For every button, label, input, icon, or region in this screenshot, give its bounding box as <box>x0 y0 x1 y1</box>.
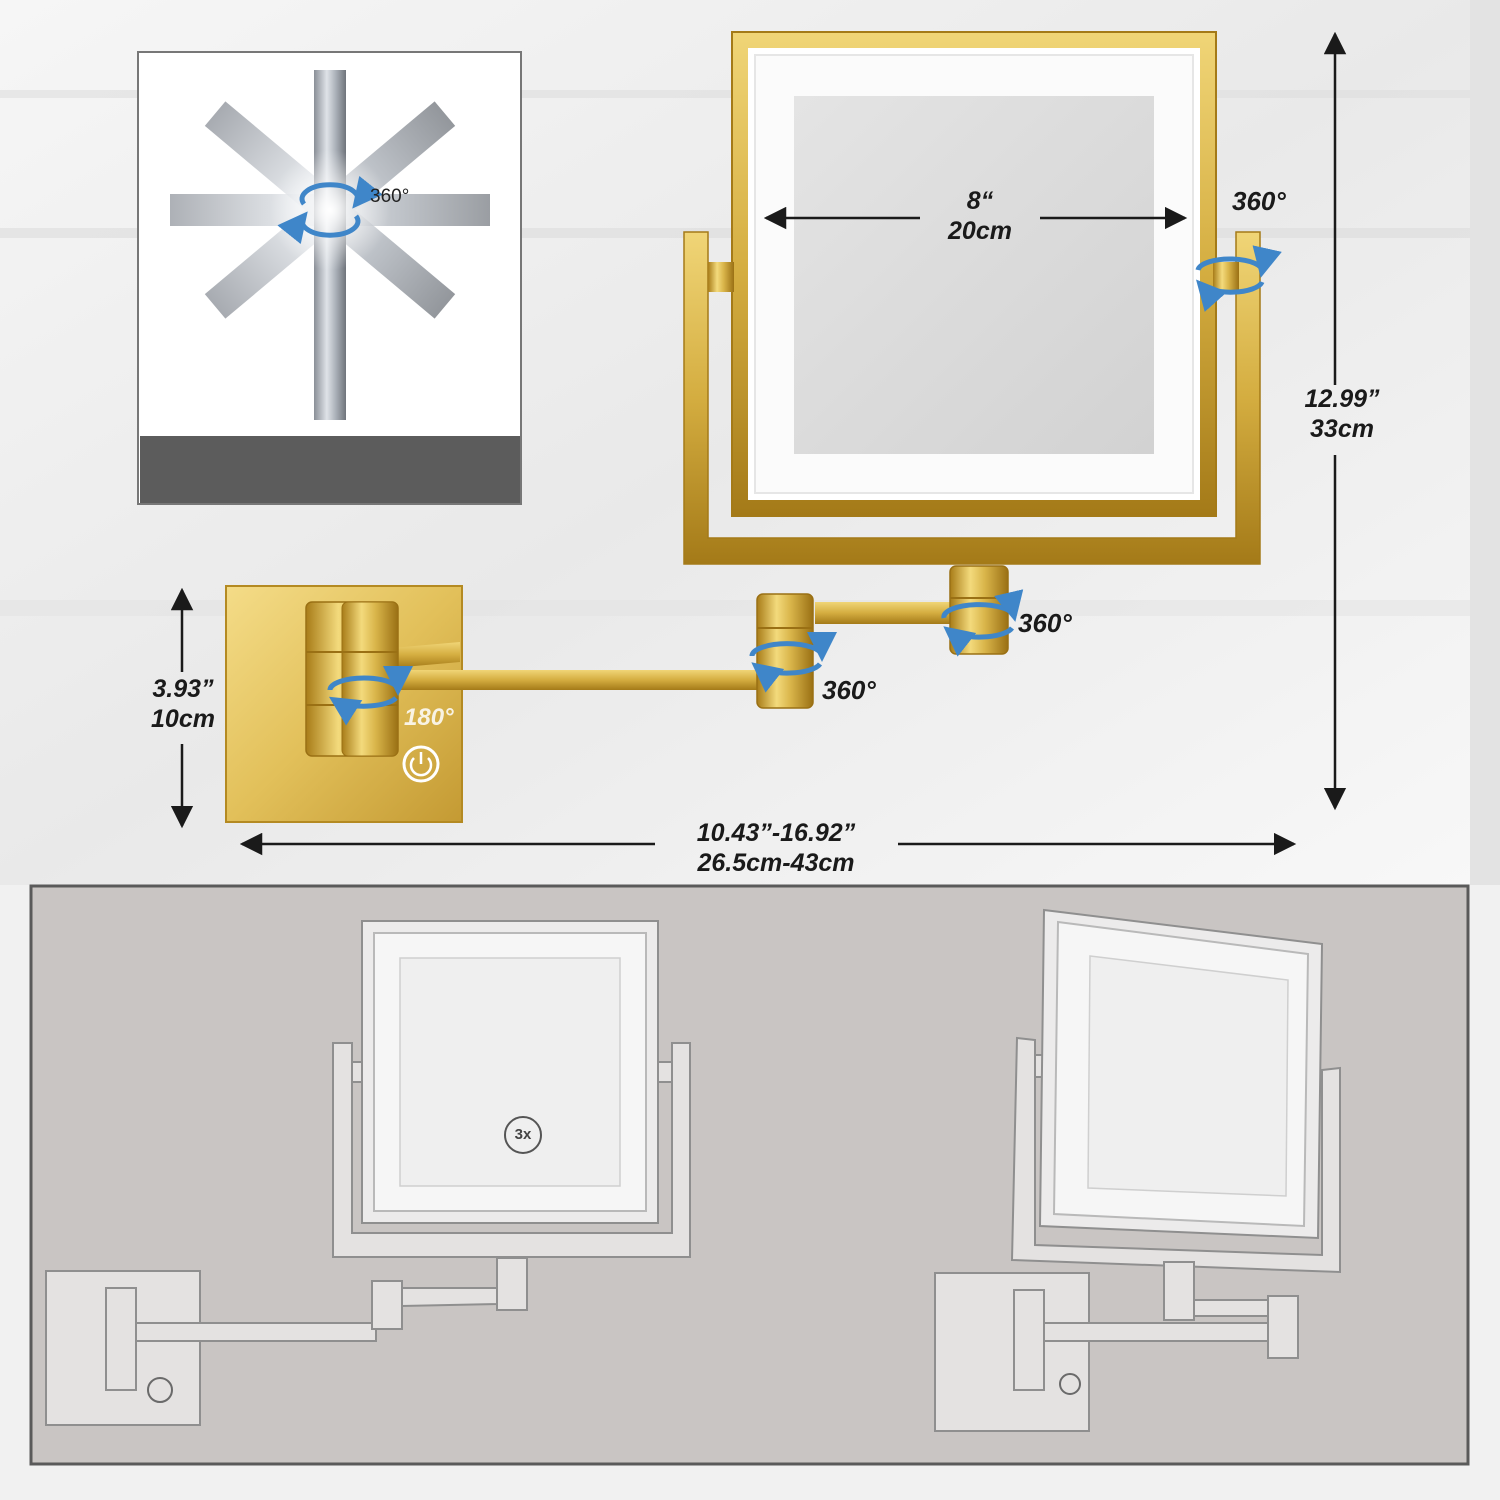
reach-inches: 10.43”-16.92” <box>696 819 856 847</box>
angled-view-sketch <box>934 908 1341 1432</box>
sketch-panel <box>29 884 1470 1466</box>
rotate-arrow-icon <box>299 175 383 209</box>
upper-rotate-arrow-icon <box>941 589 1024 622</box>
gold-arm-assembly <box>225 565 1024 823</box>
side-rotate-arrow-icon <box>1195 245 1282 278</box>
base-height-inches: 3.93” <box>152 675 214 703</box>
mirror-width-label: 8“ 20cm <box>900 186 1060 246</box>
reach-cm: 26.5cm-43cm <box>697 849 855 877</box>
base-height-cm: 10cm <box>151 705 215 733</box>
total-height-label: 12.99” 33cm <box>1284 384 1400 444</box>
mirror-glass <box>794 96 1154 454</box>
reach-label: 10.43”-16.92” 26.5cm-43cm <box>660 818 892 878</box>
mirror-width-inches: 8“ <box>966 187 994 215</box>
wall-rotate-arrow-icon <box>327 665 413 696</box>
total-height-inches: 12.99” <box>1304 385 1380 413</box>
magnification-badge: 3x <box>504 1116 542 1154</box>
gold-mirror <box>683 31 1282 565</box>
upper-joint-label: 360° <box>1018 608 1072 638</box>
total-height-cm: 33cm <box>1310 415 1374 443</box>
middle-rotate-arrow-icon <box>749 631 837 662</box>
inset-rotation-label: 360° <box>370 186 410 207</box>
base-height-label: 3.93” 10cm <box>128 674 238 734</box>
side-rotation-label: 360° <box>1232 186 1286 216</box>
middle-joint-label: 360° <box>822 675 876 705</box>
power-icon <box>402 745 440 783</box>
rotation-inset <box>137 51 522 505</box>
wall-joint-label: 180° <box>404 704 454 731</box>
mirror-width-cm: 20cm <box>948 217 1012 245</box>
